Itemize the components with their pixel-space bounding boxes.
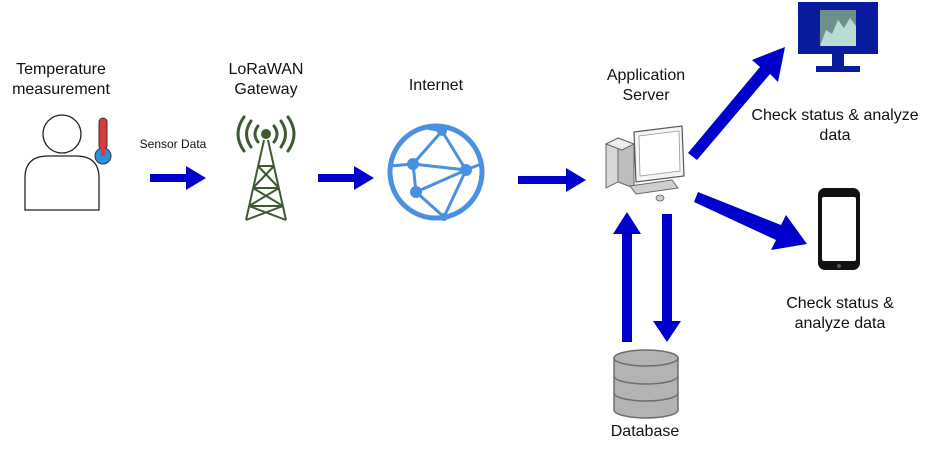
sensor-data-label: Sensor Data [139, 137, 207, 151]
monitor-caption: Check status & analyze data [751, 107, 919, 144]
gateway-label: LoRaWAN Gateway [228, 61, 304, 98]
computer-icon [604, 125, 685, 202]
temperature-measurement-label: Temperature measurement [12, 61, 110, 98]
database-label: Database [610, 423, 680, 440]
application-server-label: Application Server [606, 67, 686, 104]
person-icon [24, 114, 100, 211]
thermometer-icon [94, 117, 112, 165]
arrow-gateway-to-internet [318, 166, 374, 190]
globe-network-icon [387, 123, 485, 221]
phone-caption: Check status & analyze data [786, 295, 894, 332]
phone-icon [818, 188, 860, 270]
database-icon [613, 349, 679, 419]
arrow-internet-to-server [518, 168, 586, 192]
arrow-person-to-gateway [150, 166, 206, 190]
internet-label: Internet [408, 77, 464, 94]
monitor-icon [798, 2, 878, 72]
tower-icon [236, 115, 296, 221]
